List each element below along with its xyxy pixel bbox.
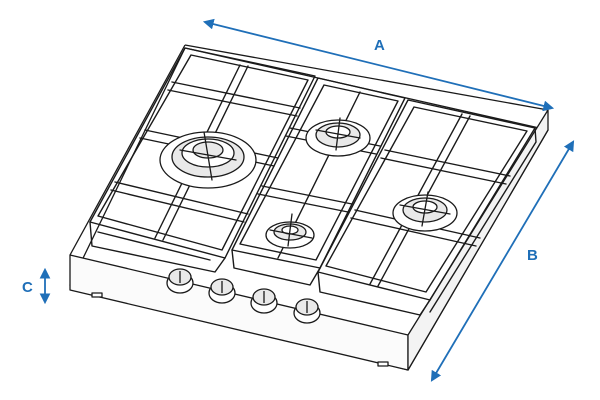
dimension-arrow-a xyxy=(202,18,555,112)
dimension-label-a: A xyxy=(374,37,385,54)
dimension-lines xyxy=(39,18,575,382)
burner-large xyxy=(159,131,257,189)
hob-foot xyxy=(91,292,103,298)
dimension-label-c: C xyxy=(22,279,33,296)
control-knob xyxy=(208,278,236,304)
dimension-arrow-b xyxy=(430,140,575,382)
grate-fingers xyxy=(179,117,451,247)
control-knob xyxy=(293,298,321,324)
dimension-label-b: B xyxy=(527,247,538,264)
control-knobs xyxy=(166,268,321,324)
hob-foot xyxy=(377,361,389,367)
control-knob xyxy=(250,288,278,314)
control-knob xyxy=(166,268,194,294)
